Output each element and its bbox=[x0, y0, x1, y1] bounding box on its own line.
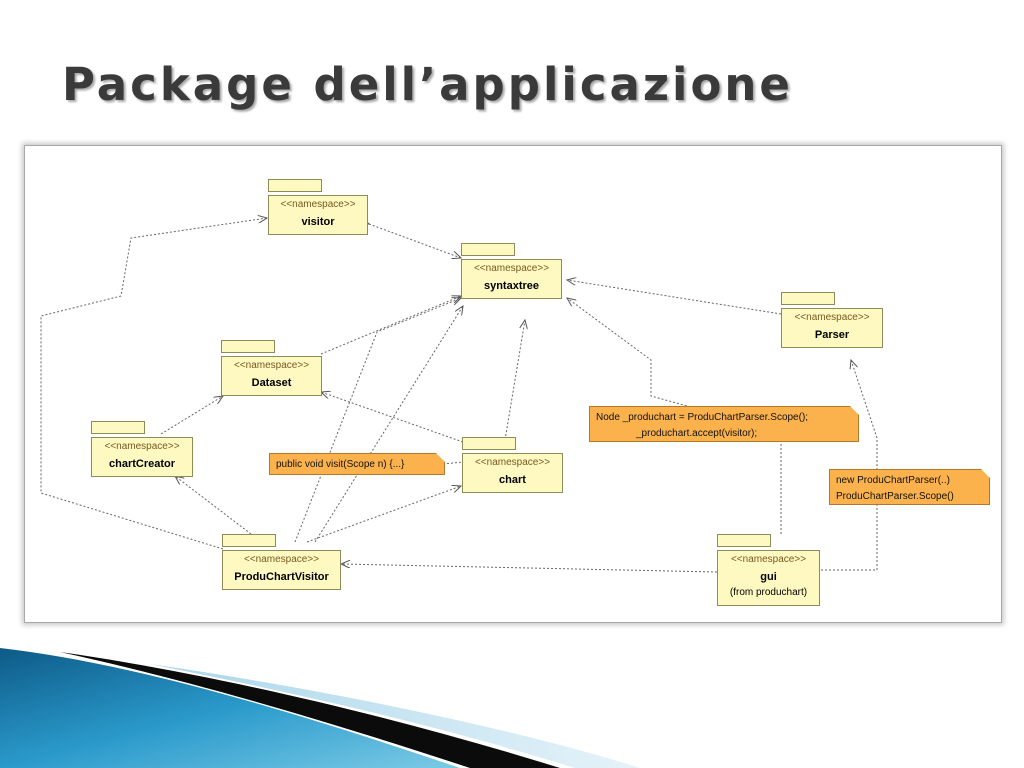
dep-chartcreator-dataset bbox=[160, 396, 223, 435]
package-stereotype: <<namespace>> bbox=[730, 554, 807, 565]
dep-pcv-chart bbox=[306, 486, 461, 543]
note-produchart-scope: Node _produchart = ProduChartParser.Scop… bbox=[589, 406, 859, 442]
note-line: new ProduChartParser(..) bbox=[836, 475, 950, 486]
dep-chart-syntaxtree bbox=[504, 320, 525, 441]
anchor-visit-note bbox=[442, 461, 464, 465]
dep-parser-syntaxtree bbox=[567, 280, 782, 315]
package-stereotype: <<namespace>> bbox=[474, 457, 551, 468]
dep-gui-pcv bbox=[341, 564, 718, 573]
dep-chart-dataset bbox=[321, 392, 464, 443]
slide-title: Package dell’applicazione bbox=[62, 58, 793, 111]
note-line: Node _produchart = ProduChartParser.Scop… bbox=[596, 412, 809, 423]
package-stereotype: <<namespace>> bbox=[104, 441, 180, 452]
note-line: ProduChartParser.Scope() bbox=[836, 491, 954, 502]
note-visit-method: public void visit(Scope n) {...} bbox=[269, 453, 445, 475]
dep-pcv-syntaxtree-2 bbox=[314, 306, 463, 543]
note-line: _produchart.accept(visitor); bbox=[636, 428, 758, 439]
note-line: public void visit(Scope n) {...} bbox=[276, 459, 405, 470]
package-name: ProduChartVisitor bbox=[234, 571, 329, 583]
package-stereotype: <<namespace>> bbox=[233, 360, 310, 371]
dependency-lines bbox=[40, 146, 878, 573]
dep-pcv-visitor bbox=[40, 218, 267, 550]
package-name: chartCreator bbox=[108, 458, 176, 470]
dep-visitor-syntaxtree bbox=[369, 224, 461, 258]
package-name: Parser bbox=[814, 329, 850, 341]
uml-package-diagram: <<namespace>> visitor <<namespace>> synt… bbox=[24, 145, 1002, 623]
package-stereotype: <<namespace>> bbox=[473, 263, 550, 274]
package-name: syntaxtree bbox=[483, 280, 540, 292]
dep-pcv-syntaxtree-1 bbox=[294, 298, 461, 543]
package-name: visitor bbox=[301, 216, 335, 228]
dep-dataset-syntaxtree bbox=[320, 296, 461, 355]
package-stereotype: <<namespace>> bbox=[243, 554, 320, 565]
package-name: gui bbox=[760, 571, 777, 583]
dep-gui-syntaxtree bbox=[567, 298, 782, 534]
package-stereotype: <<namespace>> bbox=[794, 312, 870, 323]
note-parser-new: new ProduChartParser(..) ProduChartParse… bbox=[829, 469, 990, 505]
package-name: Dataset bbox=[251, 377, 292, 389]
package-stereotype: <<namespace>> bbox=[280, 199, 356, 210]
package-origin: (from produchart) bbox=[729, 587, 808, 598]
package-name: chart bbox=[499, 474, 526, 486]
